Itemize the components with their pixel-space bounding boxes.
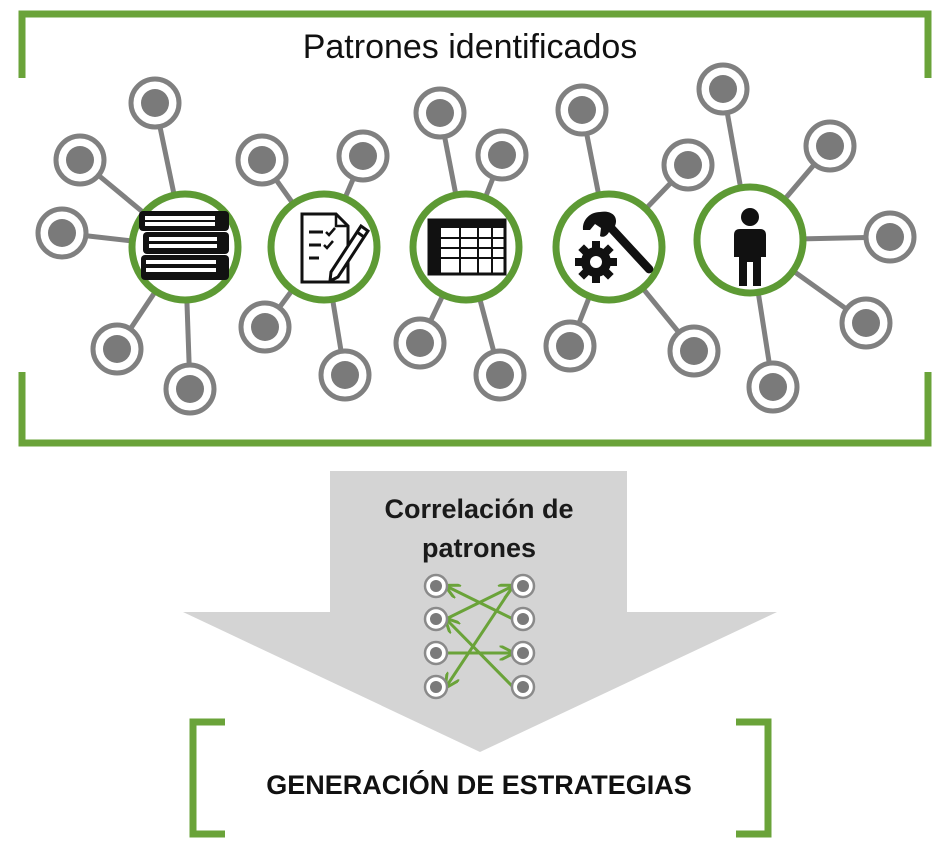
correlation-node — [423, 606, 449, 632]
correlation-label-line1: Correlación de — [384, 494, 573, 524]
document-pen-icon — [300, 212, 371, 284]
network-node — [413, 86, 467, 140]
correlation-label-line2: patrones — [422, 533, 536, 563]
correlation-link — [446, 585, 515, 687]
network-node — [473, 348, 527, 402]
hub-tools — [552, 190, 666, 304]
hub-document — [267, 190, 381, 304]
correlation-node — [510, 640, 536, 666]
network-node — [667, 324, 721, 378]
network-node — [863, 210, 917, 264]
person-icon — [734, 208, 766, 286]
correlation-node — [423, 674, 449, 700]
patterns-panel-frame — [18, 10, 932, 447]
network-node — [53, 133, 107, 187]
network-node — [163, 362, 217, 416]
hub-spreadsheet — [409, 190, 523, 304]
network-node — [696, 62, 750, 116]
correlation-arrow — [183, 471, 777, 752]
network-node — [543, 319, 597, 373]
hub-books — [128, 190, 242, 304]
correlation-node — [423, 640, 449, 666]
network-node — [318, 348, 372, 402]
correlation-node — [510, 573, 536, 599]
network-node — [238, 300, 292, 354]
network-node — [839, 296, 893, 350]
gear-wrench-icon — [575, 211, 654, 283]
correlation-node — [423, 573, 449, 599]
network-node — [35, 206, 89, 260]
network-node — [235, 133, 289, 187]
network-node — [746, 360, 800, 414]
network-node — [555, 83, 609, 137]
spreadsheet-icon — [427, 218, 507, 276]
network-node — [803, 119, 857, 173]
hub-person — [693, 183, 807, 297]
result-brackets — [189, 718, 772, 838]
network-node — [661, 138, 715, 192]
correlation-node — [510, 674, 536, 700]
network-node — [475, 128, 529, 182]
correlation-graphic — [423, 573, 536, 700]
network-node — [90, 322, 144, 376]
correlation-link — [446, 619, 515, 689]
books-icon — [139, 211, 229, 280]
correlation-link — [446, 586, 514, 621]
patterns-panel-title: Patrones identificados — [303, 28, 638, 66]
network-node — [393, 316, 447, 370]
correlation-node — [510, 606, 536, 632]
network-node — [336, 129, 390, 183]
strategy-generation-label: GENERACIÓN DE ESTRATEGIAS — [266, 769, 692, 800]
network-node — [128, 76, 182, 130]
